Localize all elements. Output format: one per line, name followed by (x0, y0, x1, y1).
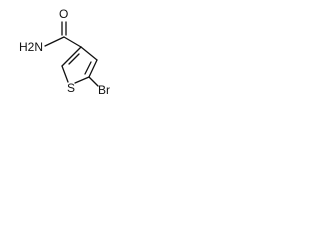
sulfur-label: S (67, 81, 75, 95)
ring-bond-c5-s (74, 76, 90, 84)
ring-bond-s-c2 (61, 65, 69, 83)
ring-bond-c2-c3 (61, 46, 82, 67)
ring-bond-c4-c5 (88, 59, 98, 78)
amide-ring-bond (63, 36, 82, 48)
oxygen-label: O (59, 7, 68, 21)
c-br-bond (88, 76, 99, 87)
chemical-structure-diagram: O H2N S Br (19, 7, 110, 97)
amide-cn-bond (44, 36, 65, 47)
bromine-label: Br (98, 83, 110, 97)
ring-bond-c3-c4 (80, 46, 98, 61)
amide-nitrogen-label: H2N (19, 40, 43, 54)
ring-inner-double-2 (84, 61, 92, 75)
ring-inner-double-1 (68, 53, 80, 65)
